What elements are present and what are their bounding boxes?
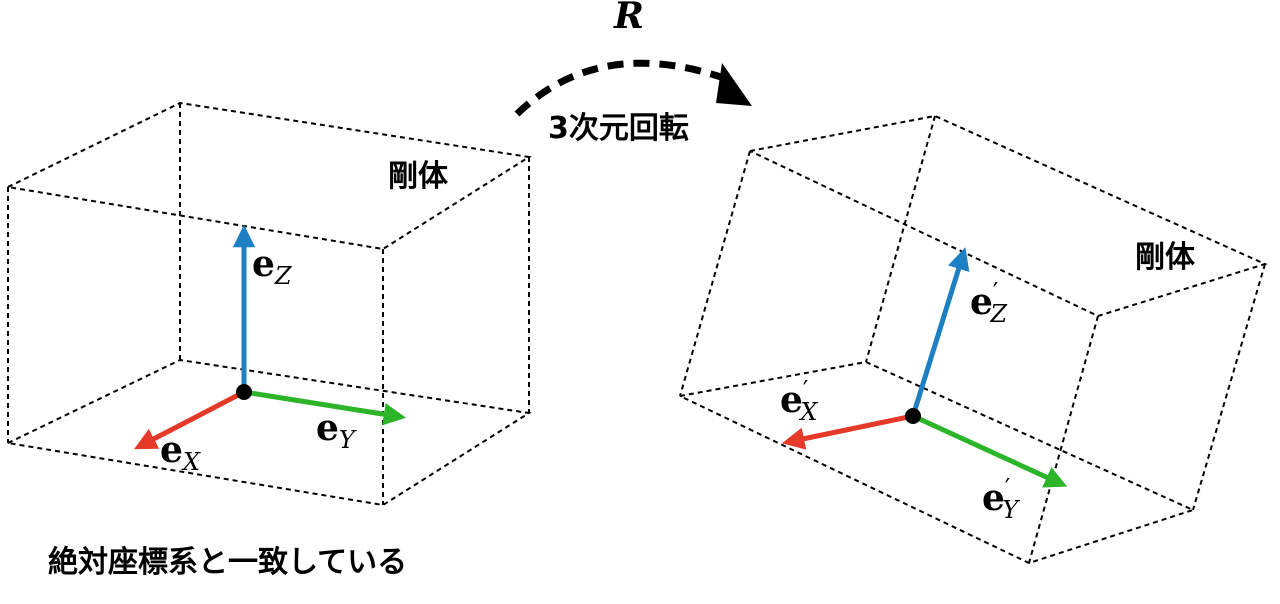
left-rigid-body-label: 剛体 <box>388 159 449 194</box>
rotation-arc <box>514 59 732 117</box>
left-origin-point <box>236 384 252 400</box>
right-y-vector-label: e′Y <box>982 474 1020 524</box>
right-box-top-face <box>749 114 1268 318</box>
right-x-vector-label: e′X <box>780 376 818 426</box>
left-rigid-body: 剛体 eZ eX eY <box>7 101 532 507</box>
left-box-bottom-face <box>7 358 532 507</box>
right-box-wireframe <box>679 114 1268 565</box>
rotation-caption: 3次元回転 <box>548 111 689 146</box>
right-y-axis-arrow <box>911 413 1068 488</box>
left-x-axis-arrow <box>134 389 246 450</box>
left-z-vector-label: eZ <box>252 243 293 290</box>
right-x-axis-arrow <box>781 413 914 450</box>
left-x-vector-label: eX <box>160 429 201 476</box>
right-box-bottom-face <box>679 360 1196 565</box>
right-box-edge <box>1028 315 1099 564</box>
rotation-arrowhead <box>716 63 752 106</box>
rotation-indicator: R 3次元回転 <box>514 0 752 146</box>
right-rigid-body: 剛体 e′Z e′X e′Y <box>679 114 1268 565</box>
left-y-axis-arrow <box>243 389 407 426</box>
right-box-edge <box>679 150 751 397</box>
right-box-edge <box>865 115 936 363</box>
right-z-vector-label: e′Z <box>970 278 1008 328</box>
left-box-wireframe <box>7 101 532 507</box>
left-box-top-face <box>7 101 532 251</box>
right-box-edge <box>1192 263 1266 511</box>
right-origin-point <box>905 408 921 424</box>
right-z-axis-arrow <box>910 247 970 417</box>
rotation-symbol: R <box>613 0 644 37</box>
right-rigid-body-label: 剛体 <box>1135 240 1196 275</box>
alignment-caption: 絶対座標系と一致している <box>48 545 407 580</box>
left-y-vector-label: eY <box>316 407 357 454</box>
